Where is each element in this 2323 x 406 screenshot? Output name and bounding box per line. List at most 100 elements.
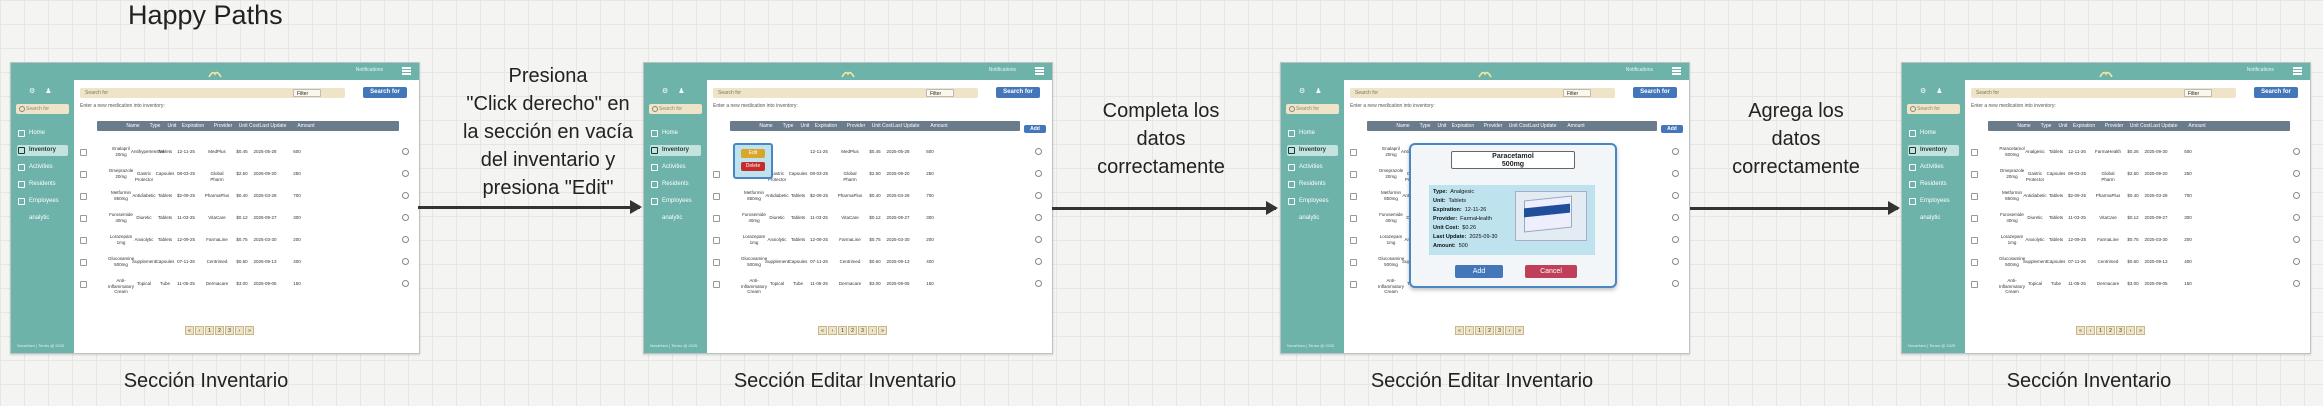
page-button[interactable]: ‹	[195, 326, 204, 335]
page-button[interactable]: »	[2136, 326, 2145, 335]
page-button[interactable]: »	[1515, 326, 1524, 335]
menu-icon[interactable]	[1672, 67, 1681, 75]
more-options-icon[interactable]	[402, 148, 409, 155]
sidebar-item-activities[interactable]: Activities	[1908, 162, 1944, 173]
row-checkbox[interactable]	[1971, 237, 1978, 244]
row-checkbox[interactable]	[713, 237, 720, 244]
page-button[interactable]: »	[878, 326, 887, 335]
sidebar-item-employees[interactable]: Employees	[17, 196, 59, 207]
page-button[interactable]: 1	[205, 326, 214, 335]
more-options-icon[interactable]	[1672, 214, 1679, 221]
sidebar-item-residents[interactable]: Residents	[1287, 179, 1326, 190]
sidebar-item-employees[interactable]: Employees	[1908, 196, 1950, 207]
more-options-icon[interactable]	[2293, 258, 2300, 265]
sidebar-item-residents[interactable]: Residents	[1908, 179, 1947, 190]
row-checkbox[interactable]	[713, 193, 720, 200]
row-checkbox[interactable]	[80, 215, 87, 222]
sidebar-search-input[interactable]: Search for	[16, 104, 69, 114]
row-checkbox[interactable]	[1350, 215, 1357, 222]
more-options-icon[interactable]	[2293, 148, 2300, 155]
modal-field[interactable]: Unit:Tablets	[1433, 198, 1466, 204]
modal-add-button[interactable]: Add	[1455, 265, 1503, 278]
notifications-link[interactable]: Notifications	[355, 67, 383, 73]
delete-button[interactable]: Delete	[741, 162, 765, 171]
row-checkbox[interactable]	[1350, 193, 1357, 200]
filter-select[interactable]: Filter	[1563, 89, 1591, 97]
sidebar-item-inventory[interactable]: Inventory	[1908, 145, 1959, 156]
more-options-icon[interactable]	[1035, 170, 1042, 177]
row-checkbox[interactable]	[80, 259, 87, 266]
page-button[interactable]: 2	[1485, 326, 1494, 335]
row-checkbox[interactable]	[713, 171, 720, 178]
sidebar-item-inventory[interactable]: Inventory	[1287, 145, 1338, 156]
sidebar-item-analytic[interactable]: analytic	[650, 213, 682, 224]
filter-select[interactable]: Filter	[293, 89, 321, 97]
row-checkbox[interactable]	[1350, 149, 1357, 156]
more-options-icon[interactable]	[2293, 170, 2300, 177]
row-checkbox[interactable]	[713, 215, 720, 222]
row-checkbox[interactable]	[1971, 149, 1978, 156]
modal-field[interactable]: Type:Analgesic	[1433, 189, 1474, 195]
more-options-icon[interactable]	[2293, 236, 2300, 243]
more-options-icon[interactable]	[402, 236, 409, 243]
search-input[interactable]: Search for	[1971, 88, 2236, 98]
gear-icon[interactable]: ⚙ ♟	[1299, 88, 1326, 95]
page-button[interactable]: 3	[1495, 326, 1504, 335]
notifications-link[interactable]: Notifications	[2246, 67, 2274, 73]
more-options-icon[interactable]	[1672, 280, 1679, 287]
gear-icon[interactable]: ⚙ ♟	[662, 88, 689, 95]
sidebar-search-input[interactable]: Search for	[1907, 104, 1960, 114]
add-button[interactable]: Add	[1661, 125, 1683, 133]
sidebar-item-inventory[interactable]: Inventory	[17, 145, 68, 156]
more-options-icon[interactable]	[1672, 170, 1679, 177]
row-checkbox[interactable]	[1350, 237, 1357, 244]
sidebar-item-analytic[interactable]: analytic	[1287, 213, 1319, 224]
gear-icon[interactable]: ⚙ ♟	[1920, 88, 1947, 95]
add-button[interactable]: Add	[1024, 125, 1046, 133]
more-options-icon[interactable]	[402, 170, 409, 177]
row-checkbox[interactable]	[80, 171, 87, 178]
gear-icon[interactable]: ⚙ ♟	[29, 88, 56, 95]
search-button[interactable]: Search for	[1633, 87, 1677, 98]
page-button[interactable]: 1	[2096, 326, 2105, 335]
more-options-icon[interactable]	[1035, 236, 1042, 243]
page-button[interactable]: 3	[858, 326, 867, 335]
page-button[interactable]: ‹	[2086, 326, 2095, 335]
more-options-icon[interactable]	[1035, 258, 1042, 265]
row-checkbox[interactable]	[80, 149, 87, 156]
search-button[interactable]: Search for	[2254, 87, 2298, 98]
notifications-link[interactable]: Notifications	[1625, 67, 1653, 73]
more-options-icon[interactable]	[1672, 148, 1679, 155]
more-options-icon[interactable]	[2293, 280, 2300, 287]
more-options-icon[interactable]	[402, 258, 409, 265]
page-button[interactable]: 2	[215, 326, 224, 335]
more-options-icon[interactable]	[2293, 192, 2300, 199]
sidebar-search-input[interactable]: Search for	[1286, 104, 1339, 114]
page-button[interactable]: «	[1455, 326, 1464, 335]
page-button[interactable]: 3	[2116, 326, 2125, 335]
page-button[interactable]: ‹	[1465, 326, 1474, 335]
page-button[interactable]: ‹	[828, 326, 837, 335]
sidebar-search-input[interactable]: Search for	[649, 104, 702, 114]
edit-button[interactable]: Edit	[741, 149, 765, 158]
page-button[interactable]: 1	[1475, 326, 1484, 335]
sidebar-item-activities[interactable]: Activities	[1287, 162, 1323, 173]
row-checkbox[interactable]	[713, 281, 720, 288]
filter-select[interactable]: Filter	[926, 89, 954, 97]
more-options-icon[interactable]	[402, 214, 409, 221]
page-button[interactable]: 2	[2106, 326, 2115, 335]
page-button[interactable]: ›	[2126, 326, 2135, 335]
menu-icon[interactable]	[402, 67, 411, 75]
modal-field[interactable]: Unit Cost:$0.26	[1433, 225, 1476, 231]
row-checkbox[interactable]	[80, 281, 87, 288]
page-button[interactable]: »	[245, 326, 254, 335]
